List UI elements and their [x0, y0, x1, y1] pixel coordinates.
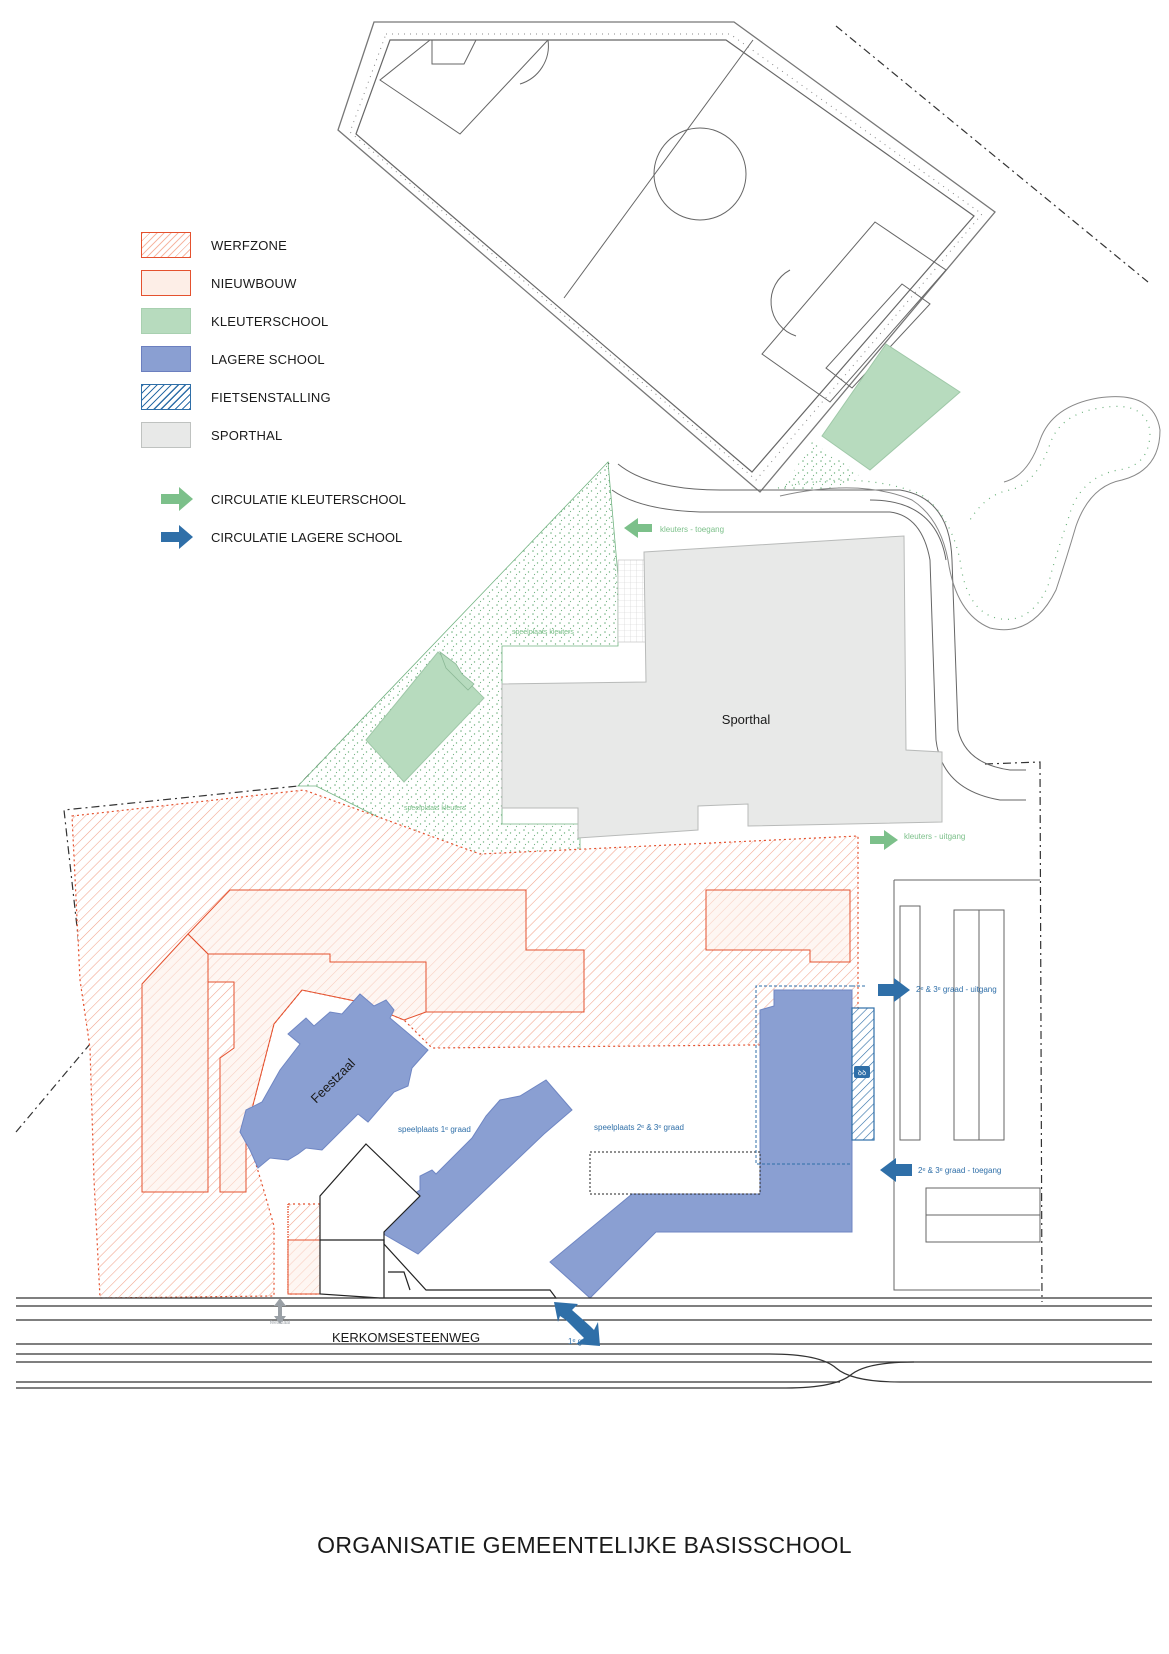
sporthal-building	[501, 535, 943, 839]
lagere-circulation-zone	[755, 985, 852, 1165]
lagere-school-middle	[379, 1079, 573, 1255]
parking-area	[893, 879, 1041, 1291]
arrow-graad-toegang	[880, 1158, 912, 1182]
arrow-graad-uitgang	[878, 978, 910, 1002]
playground-kleuters-field	[782, 442, 860, 490]
site-boundary-right	[984, 761, 1043, 1303]
feestzaal-building	[239, 993, 429, 1169]
arrow-kleuters-toegang	[624, 518, 652, 538]
label-graad-uitgang: 2ᵉ & 3ᵉ graad - uitgang	[916, 985, 997, 994]
label-street: KERKOMSESTEENWEG	[332, 1330, 480, 1345]
svg-text:ꝺꝺ: ꝺꝺ	[858, 1069, 866, 1077]
football-field	[337, 21, 996, 493]
entrance-building	[319, 1143, 558, 1299]
page-title: ORGANISATIE GEMEENTELIJKE BASISSCHOOL	[317, 1532, 852, 1558]
bike-icon	[854, 1066, 870, 1078]
label-speelplaats-1e: speelplaats 1ᵉ graad	[398, 1125, 471, 1134]
nieuwbouw-outlines	[141, 889, 851, 1295]
label-kleuters-uitgang: kleuters - uitgang	[904, 832, 965, 841]
street-lines	[16, 1297, 1152, 1389]
arrow-feestzaal	[274, 1298, 286, 1324]
label-sporthal: Sporthal	[722, 712, 771, 727]
label-speelplaats-kleuters-top: speelplaats kleuters	[512, 629, 574, 636]
arrow-graad-1e	[554, 1302, 600, 1346]
kleuter-loop-path	[777, 405, 1151, 620]
label-speelplaats-2e3e: speelplaats 2ᵉ & 3ᵉ graad	[594, 1123, 684, 1132]
label-graad-1e: 1ᵉ graad	[568, 1337, 598, 1346]
temporary-structure	[589, 1151, 761, 1195]
site-boundary-top-right	[835, 25, 1149, 283]
site-boundary-left	[15, 461, 611, 1133]
kleuterschool-building-top	[821, 343, 961, 471]
access-road	[611, 463, 1026, 801]
label-speelplaats-kleuters-bottom: speelplaats kleuters	[404, 805, 466, 812]
lagere-school-right	[549, 989, 853, 1299]
label-feestzaal-small: feestzaal	[270, 1320, 290, 1326]
label-graad-toegang: 2ᵉ & 3ᵉ graad - toegang	[918, 1166, 1001, 1175]
label-kleuters-toegang: kleuters - toegang	[660, 525, 724, 534]
arrow-kleuters-uitgang	[870, 830, 898, 850]
